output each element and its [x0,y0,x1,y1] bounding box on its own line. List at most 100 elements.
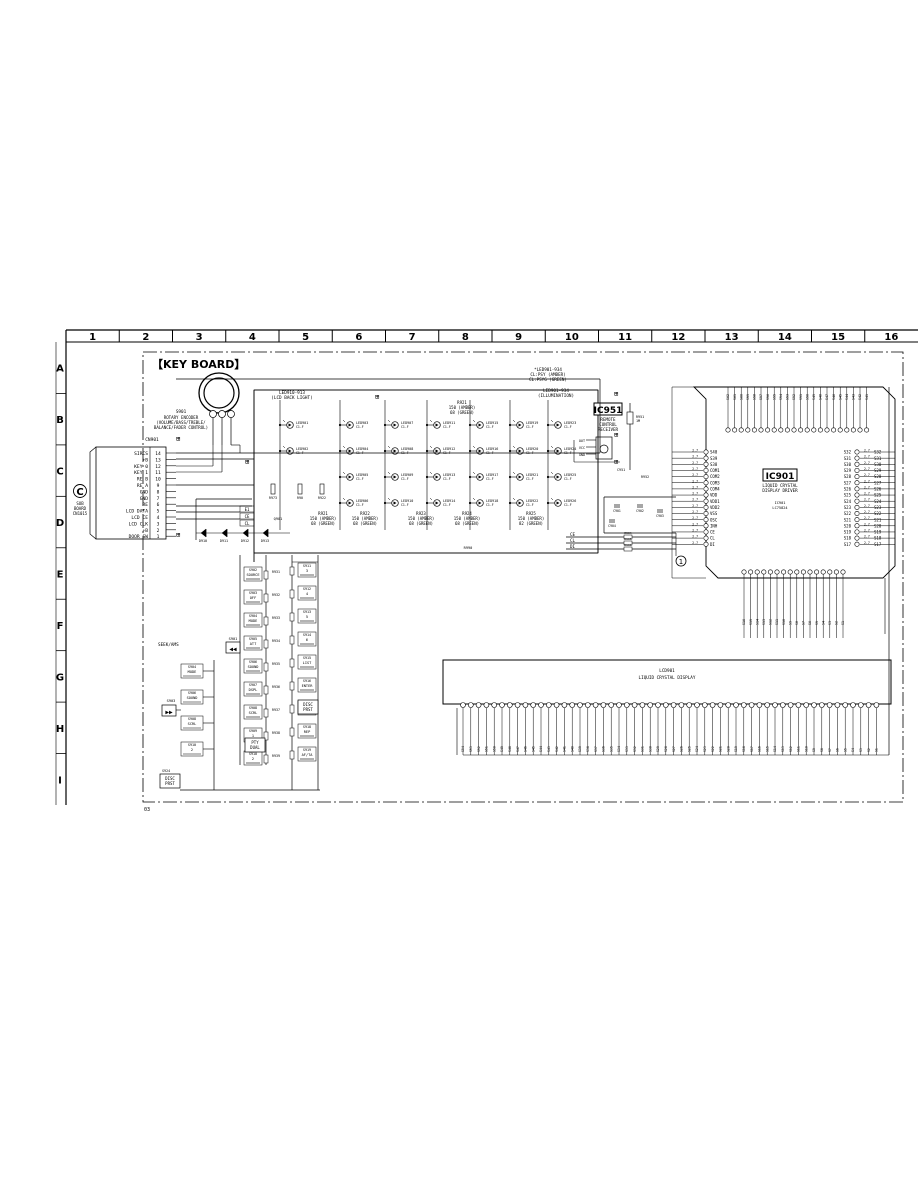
lcd-pin-label: S35 [609,746,613,752]
driver-top-pin-label: S43 [852,394,856,400]
led-ray [342,419,346,423]
driver-pin-name: S31 [844,456,852,461]
board-title: 【KEY BOARD】 [152,358,245,371]
driver-pin-voltage: 2.7 [692,467,698,471]
driver-pin-name: S27 [844,480,852,485]
driver-pin-pad [791,427,797,433]
connector-label: SUB [76,501,84,506]
led-type: C1-F [486,477,494,481]
switch-ref: S924 [162,769,170,773]
driver-pin-name: S17 [844,542,852,547]
marker-ring [675,555,687,567]
lcd-pin-label: S16 [758,746,762,752]
driver-pin-voltage: 2.7 [692,461,698,465]
driver-pin-pad [703,480,709,486]
led-ref: LED902 [296,447,308,451]
lcd-pin-label: S38 [586,746,590,752]
switch-box [297,562,317,578]
junction-dot [546,423,550,427]
junction-dot [468,449,472,453]
connector-pin-name: KEY 0 [134,464,148,470]
lcd-pin-pad [803,702,810,708]
driver-pin-name: S23 [844,505,852,510]
driver-pin-pad [771,427,777,433]
bus-signal-label: CL [570,538,576,543]
driver-pin-voltage: 2.7 [864,528,870,532]
lcd-pin-pad [701,702,708,708]
lcd-pin-pad [639,702,646,708]
junction-dot [383,501,387,505]
switch-function: DSPL [249,688,258,692]
driver-pin-voltage: 2.7 [864,504,870,508]
led-ref: LED923 [564,421,576,425]
driver-top-pin-label: S48 [819,394,823,400]
seek-next-ref: S903 [167,699,176,703]
switch-box [297,585,317,601]
driver-pin-voltage: 2.7 [692,498,698,502]
row-label: E [57,570,64,581]
led-arrow [348,449,352,453]
driver-pin-name: S19 [844,530,852,535]
switch-ref: S905 [249,637,257,641]
resistor-symbol [319,483,325,495]
lcd-pin-pad [709,702,716,708]
column-label: 16 [884,332,898,343]
junction-dot [425,475,429,479]
led-type: C1-F [443,451,451,455]
resistor-ref: R906 [624,543,631,547]
switch-box [243,566,263,582]
lcd-pin-pad [733,702,739,708]
lcd-pin-label: S53 [469,746,473,752]
driver-pin-voltage: 2.7 [692,485,698,489]
connector-pin-name: LCD CE [131,515,148,521]
resistor-ref: R90 [297,496,303,500]
lcd-pin-label: S10 [804,746,808,752]
mini-label: E1 [245,507,250,512]
disc-box [297,699,319,715]
driver-seg-label: S17 [874,542,882,547]
lcd-pin-label: S52 [477,746,481,752]
row-label: G [56,672,64,683]
lcd-pin-label: S42 [555,746,559,752]
switch-resistor [289,750,295,760]
driver-pin-pad [854,455,860,461]
driver-pin-pad [751,427,757,433]
led-ref: LED901 [296,421,308,425]
resistor-note-value: 82 (GREEN) [519,521,543,526]
led-ref: LED925 [564,473,576,477]
junction-dot [425,449,429,453]
driver-pin-pad [854,523,860,529]
led-arrow [348,501,352,505]
driver-top-pin-label: S52 [792,394,796,400]
column-label: 4 [249,332,256,343]
lcd-pin-pad [834,702,841,708]
lcd-pin-pad [616,702,622,708]
resistor-note-ref: R925 [526,511,536,516]
driver-top-pin-label: S59 [746,394,750,400]
junction-dot [338,423,342,427]
driver-pin-name: S24 [844,499,852,504]
led-arrow [348,423,352,427]
lcd-pin-pad [475,702,482,708]
remote-lens [599,444,609,454]
lcd-pin-label: S1 [875,748,879,752]
driver-pin-pad [748,569,754,575]
backlight-label: LED910-913 [279,390,305,396]
driver-seg-label: S19 [874,530,882,535]
capacitor-ref: C903 [656,514,664,518]
driver-pin-voltage: 2.7 [864,510,870,514]
led-arrow [556,475,560,479]
column-label: 6 [355,332,362,343]
lcd-pin-pad [748,702,755,708]
remote-pin-label: OUT [579,439,585,443]
switch-ref: S913 [303,610,311,614]
driver-top-pin-label: S41 [865,394,869,400]
lcd-pin-pad [584,702,591,708]
disc-label: PRST [165,781,175,786]
driver-pin-pad [741,569,747,575]
connector-pin-number: 4 [157,515,160,521]
led-ref: LED922 [526,499,538,503]
driver-bottom-pin-label: S6 [808,621,812,625]
driver-pin-voltage: 2.7 [864,541,870,545]
connector-pin-name: RE B [137,477,148,483]
